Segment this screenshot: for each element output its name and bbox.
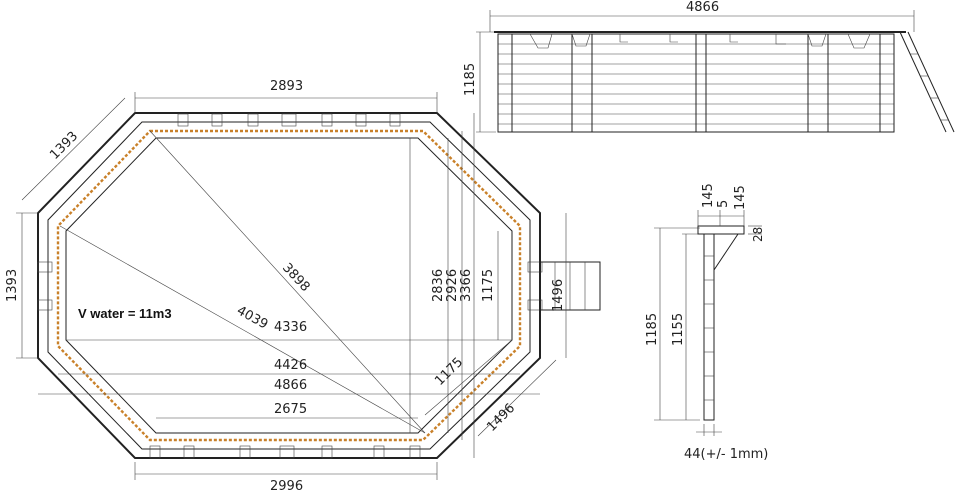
top-posts xyxy=(177,113,401,127)
elev-brackets xyxy=(529,33,871,49)
dim-height-3366: 3366 xyxy=(459,269,474,302)
dim-diagonal-a: 3898 xyxy=(279,260,313,294)
dim-left-side: 1393 xyxy=(5,269,20,302)
plan-view: 2893 1393 1393 3898 4039 4336 4426 4866 … xyxy=(5,79,601,494)
section-top-b: 145 xyxy=(733,185,748,210)
section-lip: 28 xyxy=(751,227,765,242)
dim-bottom-width: 2996 xyxy=(270,479,303,494)
side-posts xyxy=(37,261,543,311)
bottom-posts xyxy=(149,445,421,459)
dim-width-4336: 4336 xyxy=(274,320,307,335)
elev-height: 1185 xyxy=(463,63,478,96)
volume-label: V water = 11m3 xyxy=(78,306,172,321)
dim-diagonal-b: 4039 xyxy=(234,303,270,332)
elev-posts xyxy=(497,33,895,133)
section-top-a: 145 xyxy=(701,183,716,208)
section-height-total: 1185 xyxy=(645,313,660,346)
dim-right-1175: 1175 xyxy=(481,269,496,302)
section-board: 44(+/- 1mm) xyxy=(684,447,768,462)
diagonal-3898 xyxy=(149,130,426,434)
dim-inner-width: 2675 xyxy=(274,402,307,417)
diagonal-4039 xyxy=(59,225,426,434)
plan-ladder xyxy=(539,261,601,311)
plan-water-edge xyxy=(65,137,513,434)
section-height-inner: 1155 xyxy=(671,313,686,346)
elevation-view: 4866 1185 xyxy=(463,0,955,133)
horizontal-dimensions xyxy=(38,92,540,480)
dim-width-4426: 4426 xyxy=(274,358,307,373)
section-top-gap: 5 xyxy=(716,200,731,208)
dim-top-width: 2893 xyxy=(270,79,303,94)
dim-ladder-1496: 1496 xyxy=(551,279,566,312)
dim-diag-side: 1393 xyxy=(47,129,81,163)
elev-length: 4866 xyxy=(686,0,719,15)
plan-inner-wall xyxy=(47,121,531,450)
section-joints xyxy=(704,255,714,401)
vertical-dimensions xyxy=(16,113,567,458)
plan-outer-wall xyxy=(37,112,541,459)
dim-height-2836: 2836 xyxy=(431,269,446,302)
dim-height-2926: 2926 xyxy=(445,269,460,302)
elev-ladder xyxy=(899,31,955,133)
dim-width-4866: 4866 xyxy=(274,378,307,393)
section-view: 1185 1155 145 5 145 28 xyxy=(645,183,768,462)
